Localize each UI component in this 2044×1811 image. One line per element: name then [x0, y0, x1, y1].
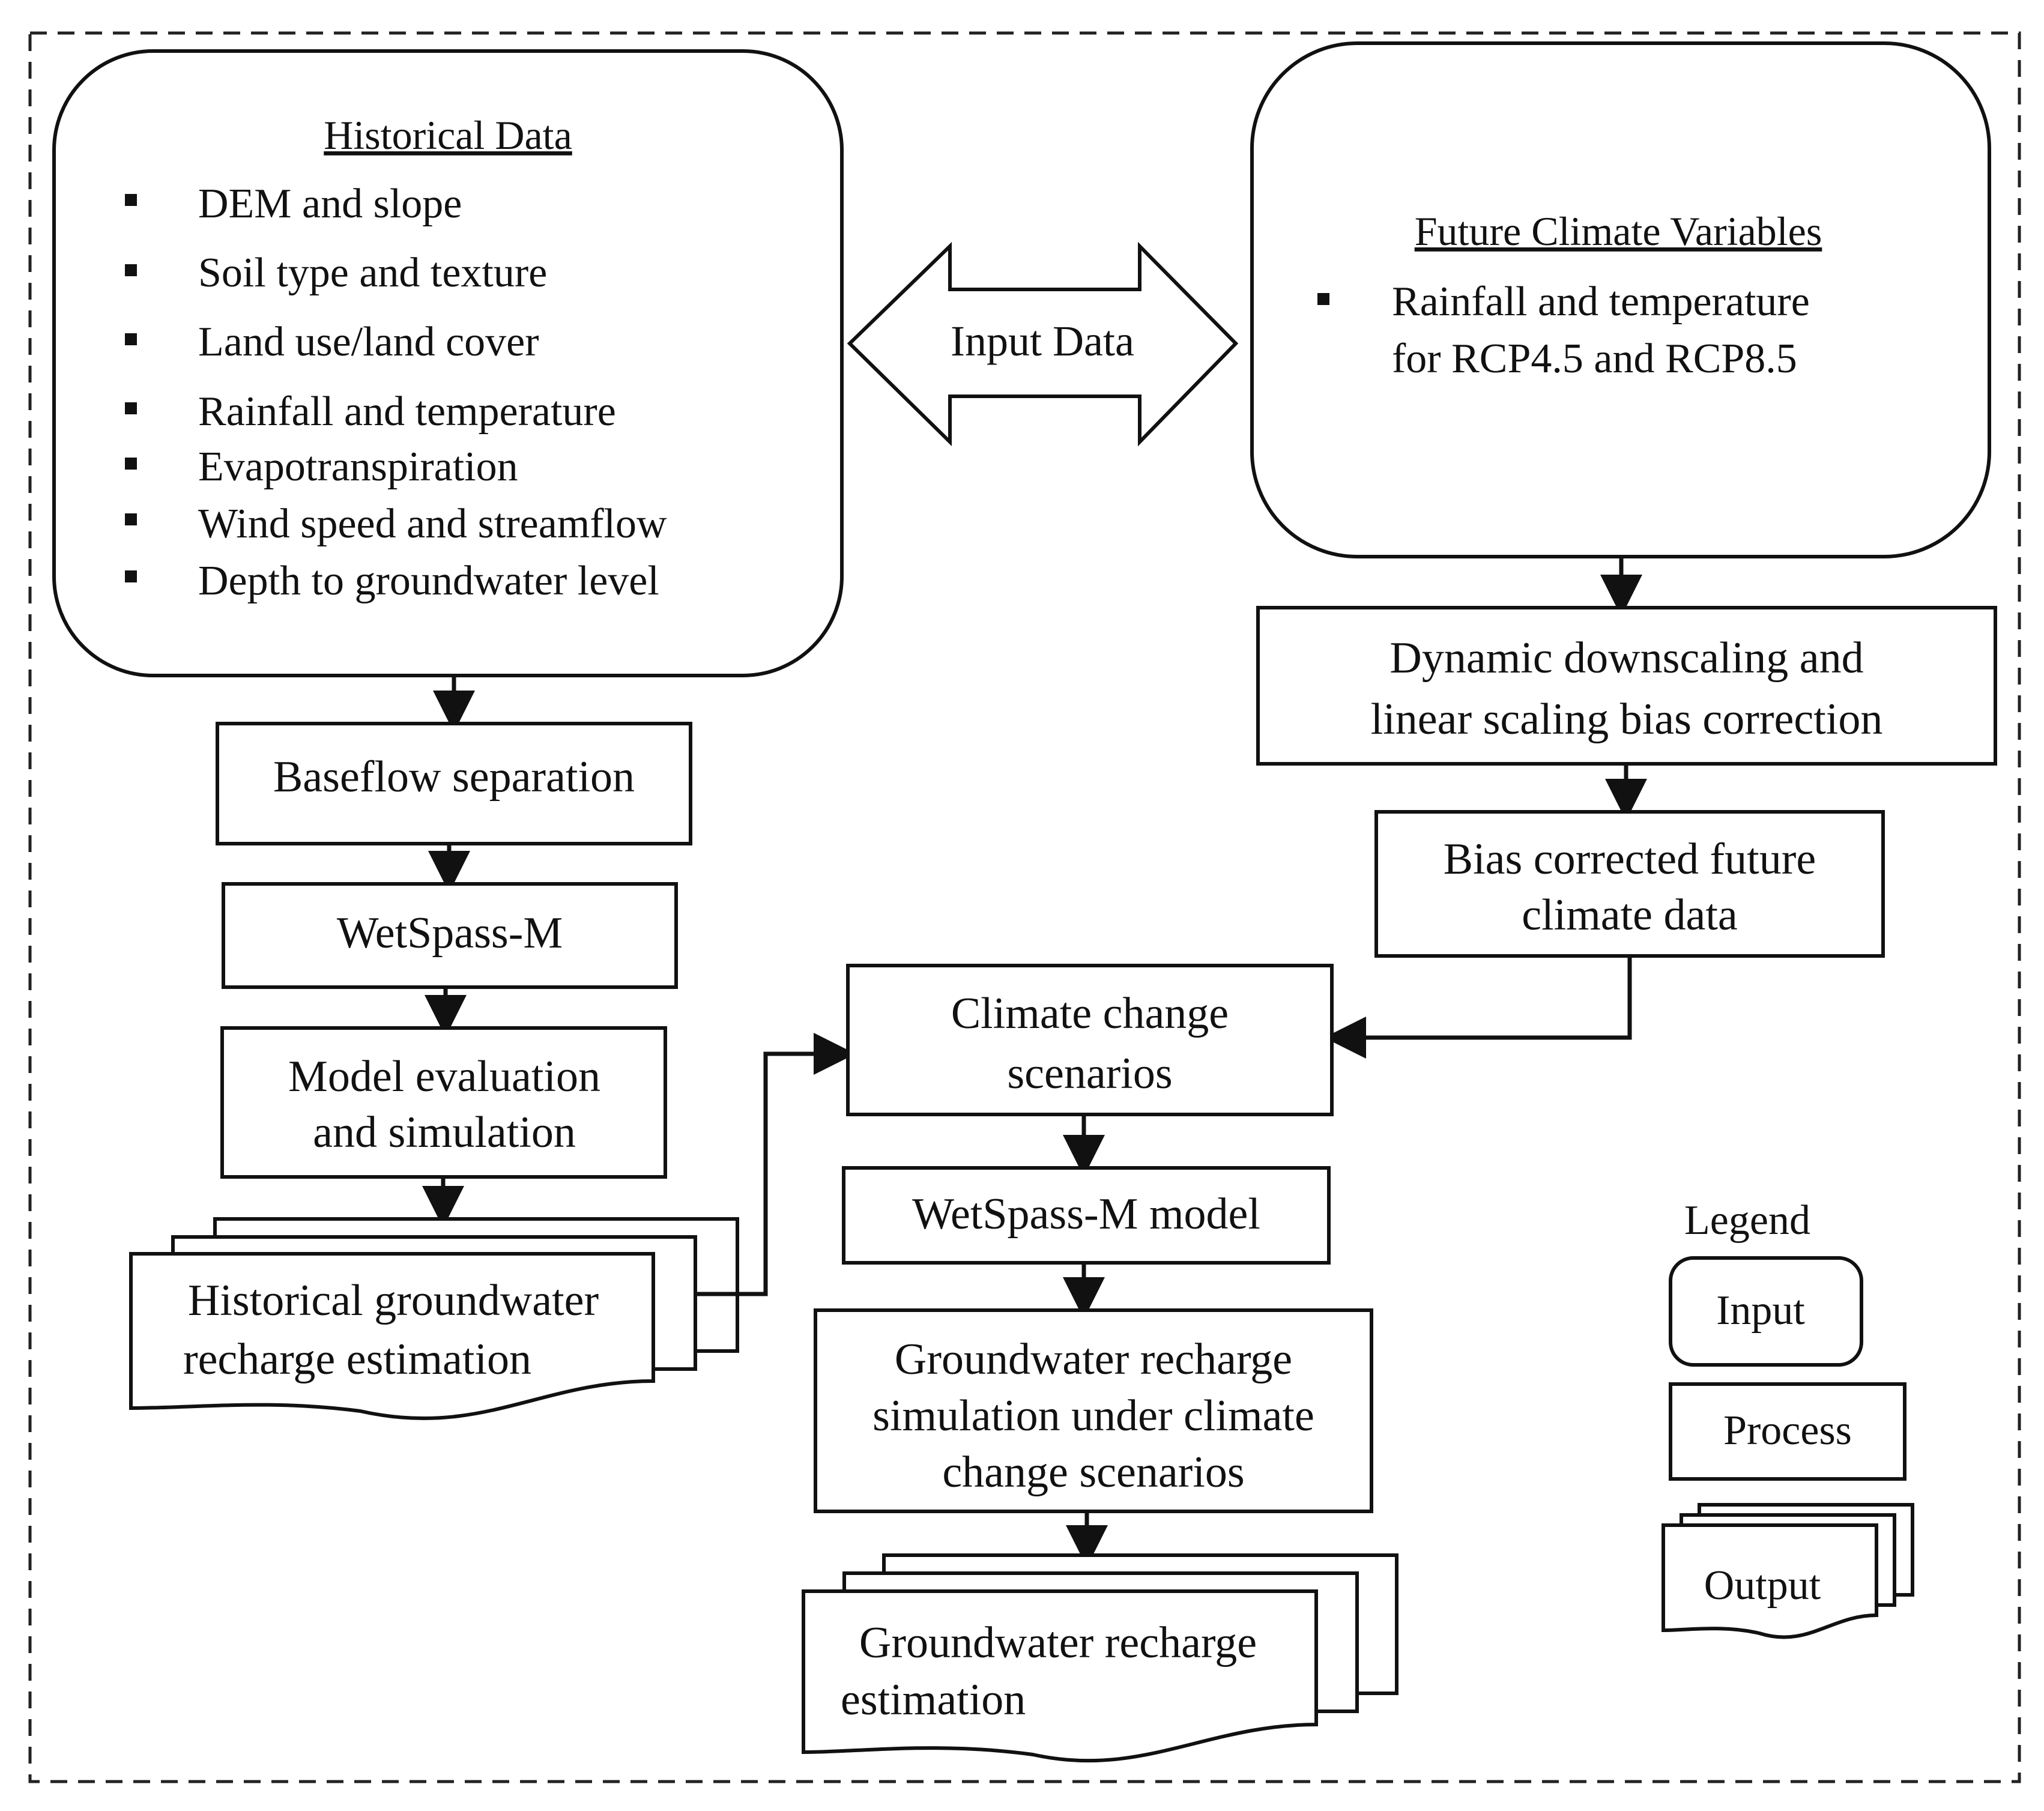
- future-climate-box: Future Climate Variables Rainfall and te…: [1250, 41, 1991, 558]
- bullet-icon: [125, 264, 137, 276]
- baseflow-separation-box: Baseflow separation: [216, 722, 692, 845]
- legend-input: Input: [1669, 1256, 1863, 1367]
- future-climate-item-line2: for RCP4.5 and RCP8.5: [1392, 336, 1797, 382]
- historical-item: Land use/land cover: [198, 319, 539, 365]
- groundwater-simulation-box: Groundwater recharge simulation under cl…: [814, 1308, 1373, 1513]
- historical-item: Wind speed and streamflow: [198, 501, 667, 547]
- downscaling-line1: Dynamic downscaling and: [1389, 633, 1863, 683]
- bullet-icon: [125, 570, 137, 582]
- historical-data-title: Historical Data: [324, 112, 572, 158]
- historical-data-box: Historical Data DEM and slope Soil type …: [52, 49, 844, 677]
- wetspass-m-label: WetSpass-M: [337, 909, 563, 958]
- future-climate-title: Future Climate Variables: [1415, 208, 1822, 254]
- legend: Legend Input Process Output: [1662, 1197, 1914, 1639]
- groundwater-recharge-output: Groundwater recharge estimation: [802, 1553, 1398, 1763]
- wetspass-m-model-box: WetSpass-M model: [842, 1166, 1331, 1265]
- bullet-icon: [125, 333, 137, 345]
- legend-output-label: Output: [1704, 1562, 1821, 1609]
- bias-corrected-line1: Bias corrected future: [1444, 835, 1816, 884]
- historical-recharge-output: Historical groundwater recharge estimati…: [129, 1217, 739, 1421]
- bias-corrected-line2: climate data: [1522, 890, 1738, 940]
- wetspass-m-model-label: WetSpass-M model: [912, 1190, 1260, 1239]
- baseflow-separation-label: Baseflow separation: [273, 752, 635, 802]
- historical-recharge-line2: recharge estimation: [183, 1335, 531, 1384]
- gw-recharge-output-line2: estimation: [841, 1675, 1026, 1725]
- bias-corrected-box: Bias corrected future climate data: [1374, 810, 1885, 958]
- downscaling-box: Dynamic downscaling and linear scaling b…: [1256, 606, 1997, 766]
- legend-process-label: Process: [1723, 1407, 1852, 1454]
- bullet-icon: [125, 513, 137, 525]
- bullet-icon: [125, 458, 137, 470]
- scenarios-line2: scenarios: [1007, 1049, 1172, 1098]
- input-data-double-arrow: Input Data: [847, 241, 1239, 447]
- bullet-icon: [125, 194, 137, 206]
- historical-item: Depth to groundwater level: [198, 558, 659, 604]
- legend-process: Process: [1669, 1382, 1906, 1481]
- legend-title: Legend: [1684, 1197, 1810, 1244]
- historical-item: DEM and slope: [198, 181, 462, 227]
- future-climate-item-line1: Rainfall and temperature: [1392, 279, 1810, 325]
- model-evaluation-line2: and simulation: [313, 1108, 576, 1157]
- bullet-icon: [125, 402, 137, 414]
- simulation-line1: Groundwater recharge: [895, 1335, 1292, 1384]
- scenarios-line1: Climate change: [951, 989, 1229, 1038]
- outer-dashed-frame: [28, 31, 2021, 1783]
- wetspass-m-box: WetSpass-M: [222, 882, 678, 989]
- legend-output: Output: [1662, 1503, 1914, 1639]
- gw-recharge-output-line1: Groundwater recharge: [859, 1618, 1257, 1667]
- historical-item: Evapotranspiration: [198, 444, 518, 490]
- bullet-icon: [1317, 293, 1329, 305]
- model-evaluation-line1: Model evaluation: [288, 1052, 600, 1101]
- historical-recharge-line1: Historical groundwater: [188, 1276, 599, 1325]
- simulation-line3: change scenarios: [942, 1448, 1244, 1497]
- climate-change-scenarios-box: Climate change scenarios: [846, 964, 1334, 1116]
- simulation-line2: simulation under climate: [872, 1391, 1314, 1441]
- model-evaluation-box: Model evaluation and simulation: [220, 1026, 667, 1179]
- downscaling-line2: linear scaling bias correction: [1371, 695, 1883, 744]
- arrow-bias-to-scenarios: [1324, 956, 1632, 1059]
- legend-input-label: Input: [1716, 1287, 1805, 1334]
- arrow-historical-to-scenarios: [695, 1033, 856, 1296]
- historical-item: Rainfall and temperature: [198, 389, 616, 435]
- historical-item: Soil type and texture: [198, 250, 547, 296]
- input-data-label: Input Data: [951, 317, 1134, 365]
